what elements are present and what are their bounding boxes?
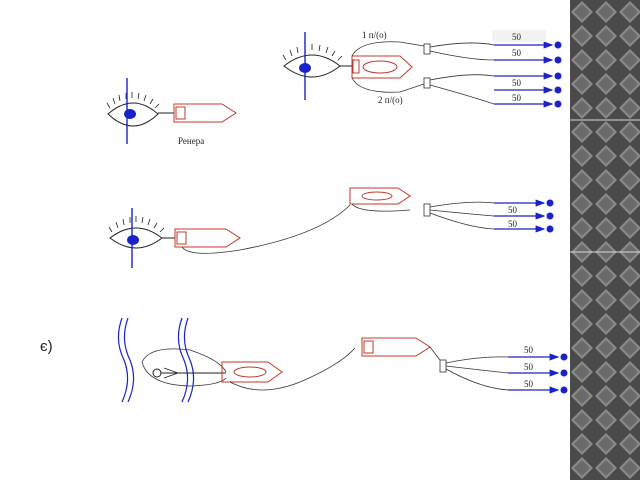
- value-label: 50: [512, 48, 522, 58]
- eye-device-top: 1 п/(о) 2 п/(о) 50 50 50 50: [282, 30, 562, 108]
- value-label: 50: [512, 78, 522, 88]
- value-label: 50: [524, 379, 534, 389]
- label-1-po: 1 п/(о): [362, 30, 387, 40]
- value-label: 50: [524, 345, 534, 355]
- device-probe-icon: [361, 337, 431, 357]
- value-label: 50: [512, 93, 522, 103]
- output-arrows: [508, 353, 568, 394]
- eye-icon: [106, 78, 160, 144]
- output-arrows: [494, 41, 562, 108]
- label-2-po: 2 п/(о): [378, 95, 403, 105]
- splitter-icon: [423, 42, 495, 105]
- section-label: є): [40, 338, 53, 355]
- value-label: 50: [524, 362, 534, 372]
- device-probe-icon: [174, 228, 241, 248]
- nerve-icon: [117, 317, 195, 403]
- device-probe-icon: [351, 55, 413, 79]
- value-label: 50: [508, 205, 518, 215]
- eye-device-middle: 50 50: [108, 187, 554, 268]
- splitter-icon: [439, 356, 509, 391]
- device-probe-icon: [173, 103, 237, 123]
- output-arrows: [494, 199, 554, 233]
- device-probe-icon: [349, 187, 411, 212]
- splitter-icon: [423, 201, 495, 230]
- value-label: 50: [512, 32, 522, 42]
- eye-icon: [108, 208, 165, 268]
- nerve-device-bottom: 50 50 50: [117, 317, 568, 403]
- eye-icon: [282, 32, 343, 100]
- eye-device-left: Ренера: [106, 78, 237, 146]
- value-label: 50: [508, 219, 518, 229]
- pattern-svg: [570, 0, 640, 480]
- decorative-side-panel: [570, 0, 640, 480]
- caption-renera: Ренера: [178, 136, 204, 146]
- device-probe-icon: [221, 361, 283, 383]
